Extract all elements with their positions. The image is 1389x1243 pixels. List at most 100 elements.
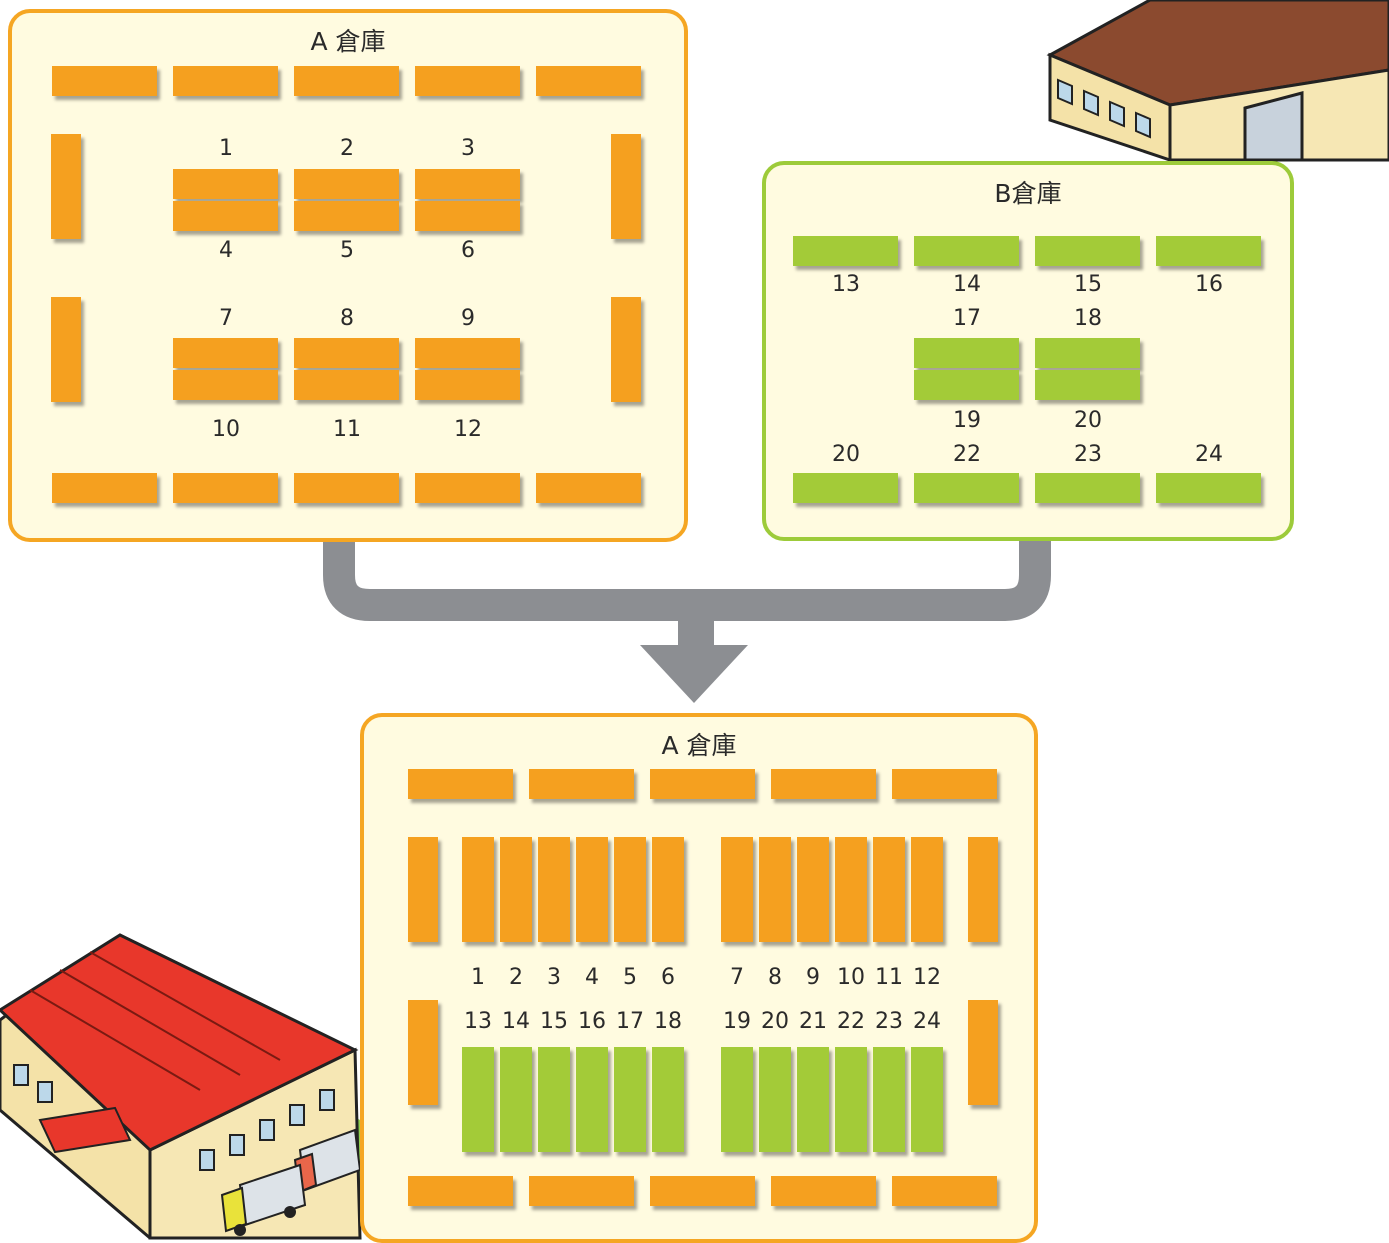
merged-rack-number: 2 [509, 965, 523, 990]
merged-perimeter-shelf-side-2 [408, 1000, 438, 1105]
merged-rack-orange-3 [538, 837, 570, 942]
warehouse-b-title: B倉庫 [994, 179, 1062, 208]
merged-rack-green-5 [614, 1047, 646, 1152]
merged-rack-number: 10 [837, 965, 865, 990]
merged-rack-number: 18 [654, 1009, 682, 1034]
merged-rack-number: 23 [875, 1009, 903, 1034]
b-shelf-middle-4 [1035, 370, 1140, 400]
b-rack-number: 19 [953, 408, 981, 433]
b-shelf-bottom-2 [914, 473, 1019, 503]
merged-rack-orange-1 [462, 837, 494, 942]
merged-perimeter-shelf-top-5 [892, 769, 997, 799]
merged-rack-number: 22 [837, 1009, 865, 1034]
a-rack-number: 3 [461, 136, 475, 161]
b-shelf-middle-3 [914, 370, 1019, 400]
merged-perimeter-shelf-side-3 [968, 837, 998, 942]
warehouse-a-panel [8, 9, 688, 542]
a-rack-12 [415, 370, 520, 400]
a-perimeter-shelf-top-5 [536, 66, 641, 96]
merged-rack-green-6 [652, 1047, 684, 1152]
b-shelf-top-4 [1156, 236, 1261, 266]
b-rack-number: 24 [1195, 442, 1223, 467]
a-rack-number: 2 [340, 136, 354, 161]
merged-rack-number: 5 [623, 965, 637, 990]
merged-rack-green-9 [797, 1047, 829, 1152]
merged-perimeter-shelf-bottom-4 [771, 1176, 876, 1206]
a-rack-8 [294, 338, 399, 368]
b-rack-number: 23 [1074, 442, 1102, 467]
b-shelf-middle-1 [914, 338, 1019, 368]
a-rack-number: 8 [340, 306, 354, 331]
merged-perimeter-shelf-top-1 [408, 769, 513, 799]
merged-rack-orange-2 [500, 837, 532, 942]
a-rack-7 [173, 338, 278, 368]
merged-rack-number: 1 [471, 965, 485, 990]
a-rack-number: 6 [461, 238, 475, 263]
a-rack-2 [294, 169, 399, 199]
b-rack-number: 14 [953, 272, 981, 297]
a-rack-number: 1 [219, 136, 233, 161]
a-rack-9 [415, 338, 520, 368]
merged-rack-number: 17 [616, 1009, 644, 1034]
a-rack-number: 12 [454, 417, 482, 442]
merged-rack-green-11 [873, 1047, 905, 1152]
merged-rack-number: 24 [913, 1009, 941, 1034]
merged-rack-green-4 [576, 1047, 608, 1152]
merged-rack-number: 14 [502, 1009, 530, 1034]
a-rack-number: 9 [461, 306, 475, 331]
merged-rack-green-2 [500, 1047, 532, 1152]
merged-rack-orange-5 [614, 837, 646, 942]
merged-rack-number: 4 [585, 965, 599, 990]
a-rack-11 [294, 370, 399, 400]
merged-rack-green-10 [835, 1047, 867, 1152]
a-rack-number: 4 [219, 238, 233, 263]
merged-rack-number: 20 [761, 1009, 789, 1034]
merged-perimeter-shelf-side-1 [408, 837, 438, 942]
b-rack-number: 20 [832, 442, 860, 467]
merged-rack-orange-12 [911, 837, 943, 942]
merged-rack-number: 11 [875, 965, 903, 990]
b-rack-number: 13 [832, 272, 860, 297]
merged-perimeter-shelf-side-4 [968, 1000, 998, 1105]
b-shelf-top-2 [914, 236, 1019, 266]
a-perimeter-shelf-bottom-1 [52, 473, 157, 503]
merged-rack-number: 7 [730, 965, 744, 990]
merged-rack-number: 8 [768, 965, 782, 990]
merged-perimeter-shelf-bottom-1 [408, 1176, 513, 1206]
a-rack-4 [173, 201, 278, 231]
merged-rack-green-1 [462, 1047, 494, 1152]
merged-warehouse-a-title: A 倉庫 [661, 731, 737, 760]
b-rack-number: 15 [1074, 272, 1102, 297]
merged-warehouse-a-panel [360, 713, 1038, 1243]
b-rack-number: 18 [1074, 306, 1102, 331]
a-perimeter-shelf-side-1 [51, 134, 81, 239]
b-rack-number: 20 [1074, 408, 1102, 433]
a-rack-10 [173, 370, 278, 400]
a-perimeter-shelf-bottom-5 [536, 473, 641, 503]
merged-rack-orange-7 [721, 837, 753, 942]
b-shelf-bottom-3 [1035, 473, 1140, 503]
merged-rack-number: 9 [806, 965, 820, 990]
a-perimeter-shelf-side-4 [611, 297, 641, 402]
merged-rack-number: 21 [799, 1009, 827, 1034]
merged-rack-number: 19 [723, 1009, 751, 1034]
b-shelf-top-3 [1035, 236, 1140, 266]
a-rack-number: 10 [212, 417, 240, 442]
b-rack-number: 16 [1195, 272, 1223, 297]
b-shelf-bottom-4 [1156, 473, 1261, 503]
warehouse-a-title: A 倉庫 [310, 27, 386, 56]
a-perimeter-shelf-top-3 [294, 66, 399, 96]
a-rack-1 [173, 169, 278, 199]
merged-rack-number: 16 [578, 1009, 606, 1034]
merged-rack-number: 15 [540, 1009, 568, 1034]
a-rack-6 [415, 201, 520, 231]
a-perimeter-shelf-side-2 [51, 297, 81, 402]
merged-perimeter-shelf-bottom-2 [529, 1176, 634, 1206]
merged-rack-orange-4 [576, 837, 608, 942]
a-perimeter-shelf-top-2 [173, 66, 278, 96]
merged-rack-orange-11 [873, 837, 905, 942]
merged-rack-number: 6 [661, 965, 675, 990]
a-rack-number: 7 [219, 306, 233, 331]
a-perimeter-shelf-bottom-3 [294, 473, 399, 503]
b-shelf-bottom-1 [793, 473, 898, 503]
